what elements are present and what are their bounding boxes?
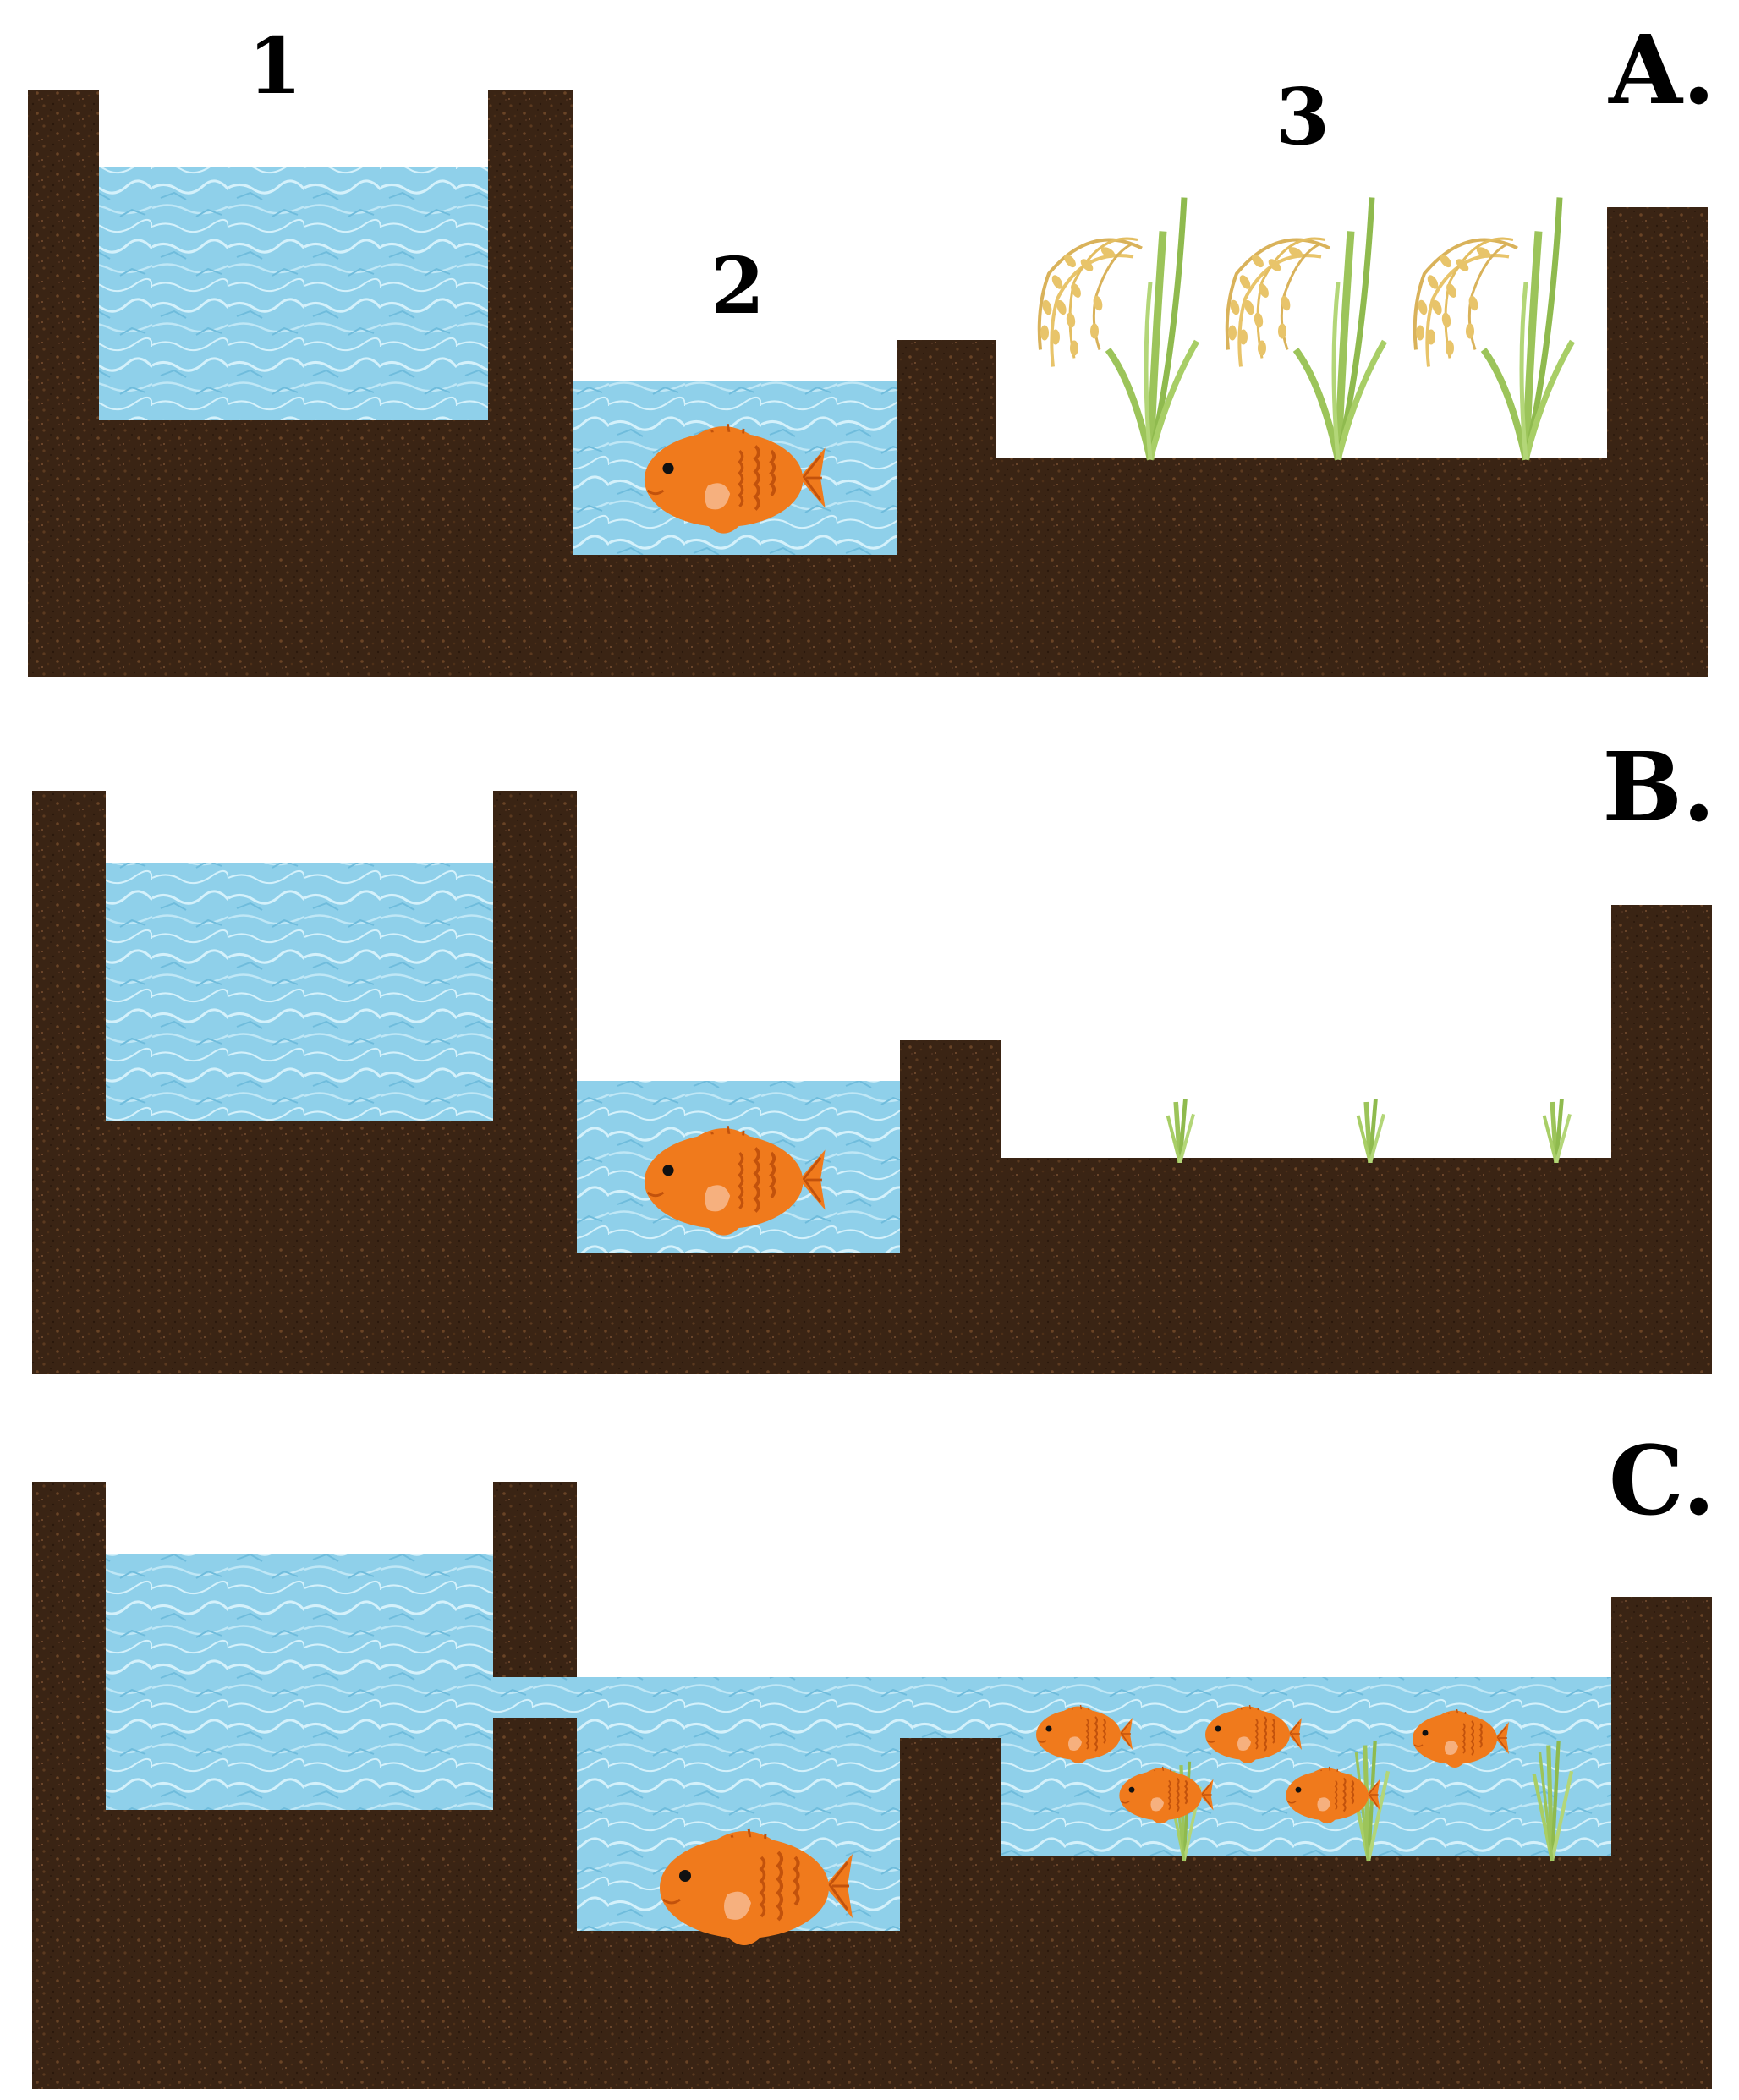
soil-profile xyxy=(32,791,1712,1374)
connection-water xyxy=(900,1677,1001,1738)
label-rice-field: 3 xyxy=(1275,71,1330,162)
panel-letter-b: B. xyxy=(1602,732,1715,843)
rice-plant-icon xyxy=(1415,198,1572,460)
panel-letter-c: C. xyxy=(1609,1426,1715,1537)
reservoir-water xyxy=(99,167,488,420)
rice-stubble-icon xyxy=(1168,1099,1193,1163)
panel-b: B. xyxy=(32,732,1715,1374)
rice-stubble-icon xyxy=(1544,1099,1570,1163)
panel-letter-a: A. xyxy=(1608,15,1715,126)
reservoir-water xyxy=(106,863,493,1121)
flooded-field-water xyxy=(1001,1677,1611,1856)
reservoir-water xyxy=(106,1554,493,1810)
panel-a: 1 2 3 A. xyxy=(28,15,1715,677)
soil-profile xyxy=(28,90,1708,677)
rice-plant-icon xyxy=(1040,198,1197,460)
label-fish-pond: 2 xyxy=(710,240,765,332)
rice-plant-icon xyxy=(1227,198,1385,460)
panel-c: C. xyxy=(32,1426,1715,2089)
soil-profile xyxy=(32,1482,1712,2089)
rice-stubble-icon xyxy=(1358,1099,1384,1163)
label-reservoir: 1 xyxy=(248,20,302,112)
channel-water xyxy=(493,1677,577,1718)
